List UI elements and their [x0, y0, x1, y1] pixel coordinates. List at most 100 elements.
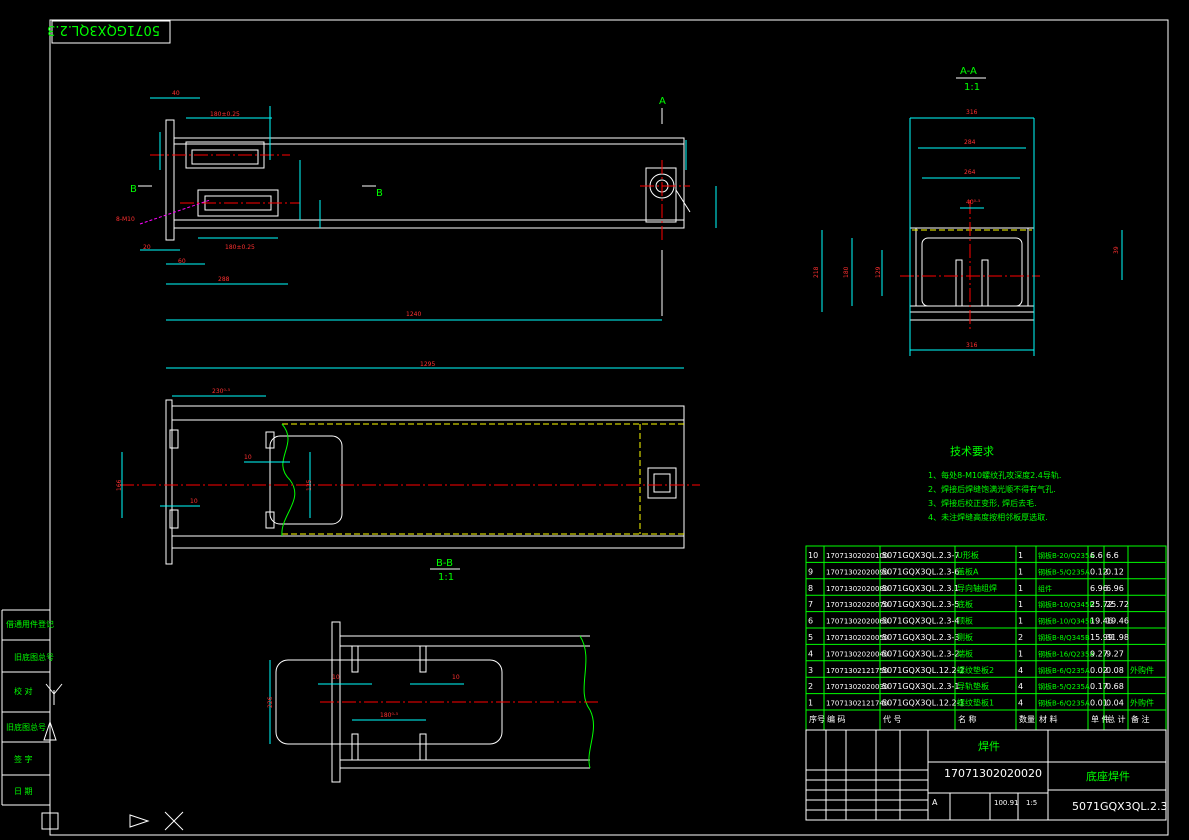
- dim-20: 20: [143, 244, 151, 251]
- bom-cell-name: 导向轴组焊: [957, 583, 997, 593]
- dim-125: 125: [306, 479, 313, 491]
- bom-header: 代 号: [883, 714, 902, 724]
- bom-cell-qty: 1: [1018, 567, 1023, 576]
- view-a-label: A: [659, 96, 666, 107]
- dim-1295: 1295: [420, 361, 435, 368]
- tb-drawing-no: 5071GQX3QL.2.3: [1072, 800, 1168, 813]
- bom-cell-name: 侧板: [957, 632, 973, 642]
- bom-cell-qty: 1: [1018, 600, 1023, 609]
- bom-cell-name: 端板: [957, 648, 973, 658]
- bom-cell-part: 5071GQX3QL.2.3-2: [882, 649, 959, 658]
- dim-40f: 40⁰·⁵: [966, 199, 981, 206]
- tech-item-4: 4、未注焊缝高度按相邻板厚选取.: [928, 512, 1048, 522]
- bom-cell-part: 5071GQX3QL.2.3-4: [882, 617, 959, 626]
- bom-cell-name: 底板: [957, 599, 973, 609]
- bom-cell-total: 31.98: [1106, 633, 1129, 642]
- section-b-left: B: [130, 184, 137, 195]
- bom-cell-qty: 2: [1018, 633, 1023, 642]
- strip-1: 借通用件登记: [6, 619, 54, 629]
- bom-header: 材 料: [1039, 714, 1058, 724]
- dim-129: 129: [875, 266, 882, 278]
- bom-cell-qty: 4: [1018, 699, 1023, 708]
- bom-cell-no: 1: [808, 699, 813, 708]
- tech-item-3: 3、焊接后校正变形, 焊后去毛.: [928, 498, 1037, 508]
- bom-cell-remark: 外购件: [1130, 698, 1154, 708]
- section-aa-label: A-A: [960, 66, 977, 77]
- title-block: [805, 729, 1167, 821]
- bom-cell-qty: 1: [1018, 551, 1023, 560]
- bom-cell-name: 盖板A: [957, 566, 979, 576]
- dim-316b: 316: [966, 342, 978, 349]
- bom-cell-no: 9: [808, 567, 813, 576]
- bom-header: 单 件: [1091, 714, 1110, 724]
- bom-cell-total: 0.04: [1106, 699, 1124, 708]
- bom-cell-remark: 外购件: [1130, 665, 1154, 675]
- dim-284: 284: [964, 139, 976, 146]
- bom-cell-no: 4: [808, 649, 813, 658]
- bom-cell-material: 钢板B-10/Q345B: [1038, 617, 1094, 626]
- drawing-number-text: 5071GQX3QL.2.3: [47, 22, 160, 37]
- dim-180a: 180±0.25: [210, 111, 240, 118]
- dim-60: 60: [178, 258, 186, 265]
- detail-view: [269, 621, 600, 783]
- bom-cell-total: 6.96: [1106, 584, 1124, 593]
- tb-part-name: 底座焊件: [1086, 769, 1130, 783]
- bom-cell-material: 钢板B-20/Q235A: [1038, 551, 1094, 560]
- section-bb-view: [120, 367, 700, 565]
- bom-header: 数量: [1019, 714, 1035, 724]
- bom-cell-material: 钢板B-16/Q235A: [1038, 649, 1094, 658]
- bom-cell-qty: 1: [1018, 649, 1023, 658]
- bom-cell-unit: 6.6: [1090, 551, 1103, 560]
- strip-6: 日 期: [14, 787, 33, 796]
- bom-cell-code: 17071302020060: [826, 618, 888, 626]
- bom-cell-qty: 1: [1018, 617, 1023, 626]
- strip-2: 旧底图总号: [14, 652, 54, 662]
- bom-cell-code: 17071302121740: [826, 700, 888, 708]
- ucs-icon: [41, 683, 184, 831]
- bom-header: 总 计: [1107, 714, 1126, 724]
- dim-316a: 316: [966, 109, 978, 116]
- dim-10a: 10: [244, 454, 252, 461]
- dim-226: 226: [267, 696, 274, 708]
- dim-40: 40: [172, 90, 180, 97]
- dim-166: 166: [116, 479, 123, 491]
- bom-cell-material: 钢板B-6/Q235A: [1038, 699, 1090, 708]
- bom-cell-name: 顶板: [957, 616, 973, 626]
- bom-cell-part: 5071GQX3QL.2.3-7: [882, 551, 959, 560]
- bom-cell-code: 17071302020050: [826, 634, 888, 642]
- bom-cell-no: 2: [808, 682, 813, 691]
- strip-4: 旧底图总号: [6, 722, 46, 732]
- strip-3: 校 对: [14, 686, 33, 696]
- tech-item-1: 1、每处8-M10螺纹孔攻深度2.4导轨.: [928, 470, 1061, 480]
- drawing-frame: [49, 19, 1169, 836]
- bom-cell-code: 17071302020100: [826, 552, 888, 560]
- front-view: [138, 97, 717, 321]
- tb-code: 17071302020020: [944, 767, 1042, 780]
- dim-180c: 180⁰·⁵: [380, 712, 399, 719]
- tb-stage: A: [932, 798, 938, 807]
- bom-cell-no: 7: [808, 600, 813, 609]
- bom-header: 备 注: [1131, 714, 1150, 724]
- bom-cell-no: 10: [808, 551, 818, 560]
- section-b-right: B: [376, 188, 383, 199]
- tb-weight: 100.91: [994, 799, 1019, 807]
- bom-cell-material: 钢板B-5/Q235A: [1038, 567, 1090, 576]
- bom-cell-total: 0.68: [1106, 682, 1124, 691]
- bom-cell-part: 5071GQX3QL.12.2-2: [882, 666, 965, 675]
- bom-cell-no: 5: [808, 633, 813, 642]
- bom-cell-unit: 0.12: [1090, 567, 1108, 576]
- dim-180b: 180±0.25: [225, 244, 255, 251]
- dim-10c: 10: [332, 674, 340, 681]
- bom-cell-name: 导轨垫板: [957, 681, 989, 691]
- bom-cell-total: 25.72: [1106, 600, 1129, 609]
- tb-category: 焊件: [978, 739, 1000, 753]
- bom-cell-unit: 0.17: [1090, 682, 1108, 691]
- bom-cell-name: U形板: [957, 550, 979, 560]
- dim-39: 39: [1113, 246, 1120, 254]
- bom-cell-no: 3: [808, 666, 813, 675]
- bom-cell-code: 17071302020040: [826, 650, 888, 658]
- bom-cell-name: 螺纹垫板1: [957, 698, 994, 708]
- left-strip: 借通用件登记 旧底图总号 校 对 旧底图总号 签 字 日 期: [1, 609, 54, 806]
- bom-header: 序号: [809, 714, 825, 724]
